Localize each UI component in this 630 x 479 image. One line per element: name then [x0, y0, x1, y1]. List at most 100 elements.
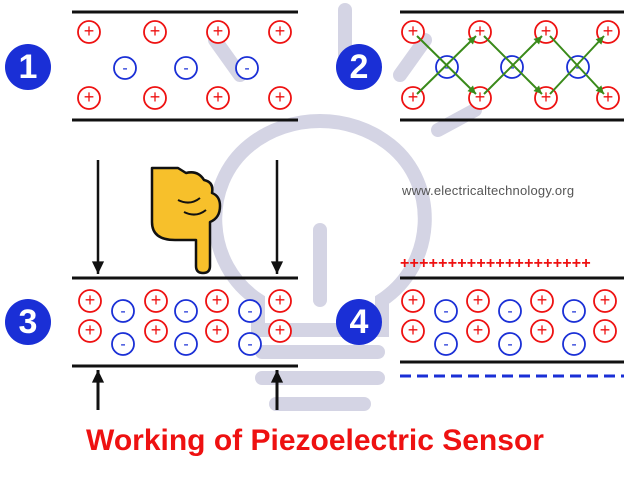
- charge-sign: -: [244, 60, 249, 77]
- charge-sign: +: [603, 87, 614, 107]
- charge-sign: -: [571, 303, 576, 320]
- charge-circle: [113, 56, 137, 80]
- charge-sign: -: [247, 336, 252, 353]
- negative-charge: -: [235, 56, 259, 80]
- charge-circle: [466, 319, 490, 343]
- arrow-head: [467, 85, 476, 94]
- negative-charge: -: [498, 332, 522, 356]
- charge-sign: -: [507, 303, 512, 320]
- charge-circle: [434, 299, 458, 323]
- arrow-head: [91, 261, 105, 274]
- positive-charge: +: [143, 86, 167, 110]
- negative-charge: -: [435, 55, 459, 79]
- charge-circle: [174, 299, 198, 323]
- arrow-head: [533, 85, 542, 94]
- hand-shape: [150, 166, 222, 275]
- negative-charge: -: [111, 299, 135, 323]
- charge-sign: -: [443, 336, 448, 353]
- charge-circle: [235, 56, 259, 80]
- charge-sign: -: [120, 303, 125, 320]
- charge-circle: [530, 289, 554, 313]
- charge-sign: +: [84, 21, 95, 41]
- charge-sign: +: [537, 290, 548, 310]
- charge-circle: [111, 332, 135, 356]
- arrow-head: [270, 261, 284, 274]
- charge-sign: +: [212, 320, 223, 340]
- charge-circle: [498, 299, 522, 323]
- charge-circle: [238, 332, 262, 356]
- charge-sign: +: [213, 21, 224, 41]
- charge-sign: +: [85, 290, 96, 310]
- charge-sign: -: [122, 60, 127, 77]
- charge-sign: +: [541, 87, 552, 107]
- positive-charge: +: [205, 289, 229, 313]
- dipole-arrow: [483, 35, 543, 95]
- charge-sign: -: [120, 336, 125, 353]
- watermark-url: www.electricaltechnology.org: [402, 183, 575, 198]
- down-arrow-icon: [270, 160, 284, 274]
- charge-circle: [143, 20, 167, 44]
- page-title: Working of Piezoelectric Sensor: [86, 424, 544, 457]
- negative-charge: -: [113, 56, 137, 80]
- charge-sign: -: [507, 336, 512, 353]
- light-bulb-icon: [208, 3, 482, 411]
- charge-circle: [174, 332, 198, 356]
- positive-charge: +: [206, 86, 230, 110]
- charge-sign: +: [408, 21, 419, 41]
- positive-charge: +: [268, 86, 292, 110]
- charge-circle: [435, 55, 459, 79]
- charge-sign: -: [443, 303, 448, 320]
- charge-sign: -: [183, 303, 188, 320]
- charge-sign: +: [600, 320, 611, 340]
- charge-sign: +: [150, 87, 161, 107]
- positive-charge: +: [144, 289, 168, 313]
- pointing-hand-icon: [150, 166, 222, 275]
- charge-circle: [268, 20, 292, 44]
- charge-circle: [401, 319, 425, 343]
- negative-charge: -: [562, 332, 586, 356]
- charge-sign: +: [151, 290, 162, 310]
- negative-charge: -: [498, 299, 522, 323]
- charge-sign: +: [408, 320, 419, 340]
- charge-circle: [466, 289, 490, 313]
- positive-charge: +: [530, 319, 554, 343]
- step-badge-3: 3: [5, 299, 51, 345]
- negative-charge: -: [174, 299, 198, 323]
- negative-charge: -: [434, 299, 458, 323]
- charge-circle: [111, 299, 135, 323]
- step-badge-1: 1: [5, 44, 51, 90]
- charge-sign: -: [509, 59, 514, 76]
- positive-charge: +: [401, 289, 425, 313]
- positive-charge: +: [268, 319, 292, 343]
- charge-sign: +: [475, 87, 486, 107]
- charge-sign: +: [275, 290, 286, 310]
- charge-circle: [206, 86, 230, 110]
- arrow-head: [270, 370, 284, 383]
- positive-charge: +: [205, 319, 229, 343]
- charge-sign: -: [247, 303, 252, 320]
- charge-sign: +: [212, 290, 223, 310]
- charge-circle: [238, 299, 262, 323]
- positive-charge: +: [401, 319, 425, 343]
- negative-charge: -: [238, 332, 262, 356]
- charge-sign: +: [275, 87, 286, 107]
- charge-circle: [268, 86, 292, 110]
- dipole-arrow: [549, 35, 605, 95]
- positive-charge: +: [143, 20, 167, 44]
- positive-charge: +: [268, 20, 292, 44]
- arrow-head: [595, 85, 604, 94]
- charge-sign: +: [475, 21, 486, 41]
- charge-circle: [143, 86, 167, 110]
- negative-charge: -: [111, 332, 135, 356]
- positive-charge: +: [593, 289, 617, 313]
- charge-sign: -: [571, 336, 576, 353]
- up-arrow-icon: [91, 370, 105, 410]
- charge-sign: +: [537, 320, 548, 340]
- negative-charge: -: [562, 299, 586, 323]
- positive-charge: +: [466, 319, 490, 343]
- charge-sign: +: [473, 320, 484, 340]
- charge-sign: +: [603, 21, 614, 41]
- negative-charge: -: [174, 56, 198, 80]
- charge-circle: [268, 289, 292, 313]
- charge-circle: [562, 299, 586, 323]
